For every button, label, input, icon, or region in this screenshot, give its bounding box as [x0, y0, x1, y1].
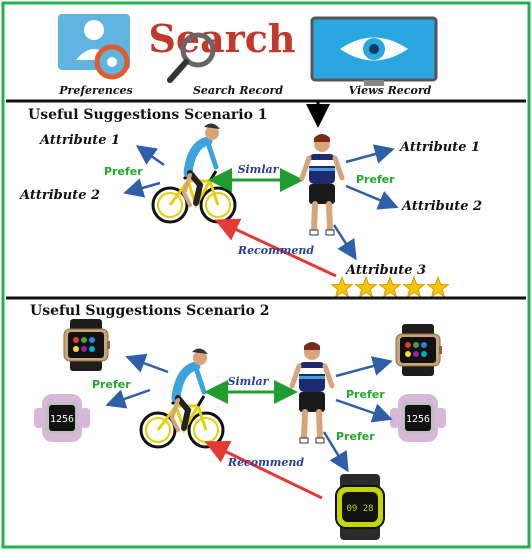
monitor-eye-icon: [310, 16, 438, 86]
s2-recommend-arrow: [204, 441, 323, 500]
s2-left-watch-time: 1256: [50, 414, 74, 425]
s2-right-prefer-2: Prefer: [336, 430, 375, 443]
s1-recommend-arrow: [214, 218, 337, 278]
s1-left-attribute1: Attribute 1: [38, 133, 120, 148]
scenario2-title: Useful Suggestions Scenario 2: [30, 303, 270, 319]
preferences-icon: [58, 14, 130, 80]
s2-similar-label: Simlar: [228, 375, 270, 388]
preferences-label: Preferences: [58, 84, 132, 97]
s2-arrow-to-band: [322, 431, 349, 473]
s1-arrow-to-attr1: [135, 145, 165, 167]
s1-arrow-right-attr1: [345, 144, 395, 164]
s1-right-prefer: Prefer: [356, 173, 395, 186]
s1-cyclist: [153, 123, 235, 222]
s2-right-prefer-1: Prefer: [346, 388, 385, 401]
s1-similar-label: Simlar: [238, 163, 280, 176]
s1-attribute3: Attribute 3: [344, 263, 426, 278]
s2-arrow-to-fitness: [105, 388, 151, 409]
magnifier-icon: [167, 32, 216, 83]
s1-left-attribute2: Attribute 2: [18, 188, 100, 203]
s2-cyclist: [141, 348, 223, 447]
s1-arrow-right-attr2: [345, 184, 399, 210]
star-icon: [330, 275, 354, 298]
scenario1-title: Useful Suggestions Scenario 1: [28, 107, 268, 123]
s2-arrow-right-fitness: [335, 398, 393, 423]
s1-recommend-label: Recommend: [237, 244, 314, 257]
search-logo: Search: [148, 16, 295, 61]
s2-arrow-to-smartwatch: [125, 353, 169, 374]
s2-right-watch-time: 1256: [406, 414, 430, 425]
s1-right-attribute2: Attribute 2: [400, 199, 482, 214]
s2-band-time: 09 28: [346, 504, 373, 514]
s2-left-prefer: Prefer: [92, 378, 131, 391]
search-record-label: Search Record: [193, 84, 283, 97]
star-icon: [354, 275, 378, 298]
star-icon: [402, 275, 426, 298]
s1-right-attribute1: Attribute 1: [398, 140, 480, 155]
s2-recommended-band-icon: [335, 474, 385, 540]
views-record-label: Views Record: [349, 84, 432, 97]
s1-star-rating: [330, 275, 450, 298]
s1-standing-rider: [302, 134, 342, 235]
star-icon: [378, 275, 402, 298]
s2-recommend-label: Recommend: [227, 456, 304, 469]
s2-right-smartwatch: [395, 323, 443, 377]
s2-standing-rider: [292, 342, 332, 443]
s2-arrow-right-smartwatch: [335, 356, 393, 378]
s2-left-smartwatch: [63, 318, 111, 372]
star-icon: [426, 275, 450, 298]
s1-arrow-attr3: [332, 224, 357, 261]
s1-left-prefer: Prefer: [104, 165, 143, 178]
s1-arrow-to-attr2: [123, 178, 161, 198]
